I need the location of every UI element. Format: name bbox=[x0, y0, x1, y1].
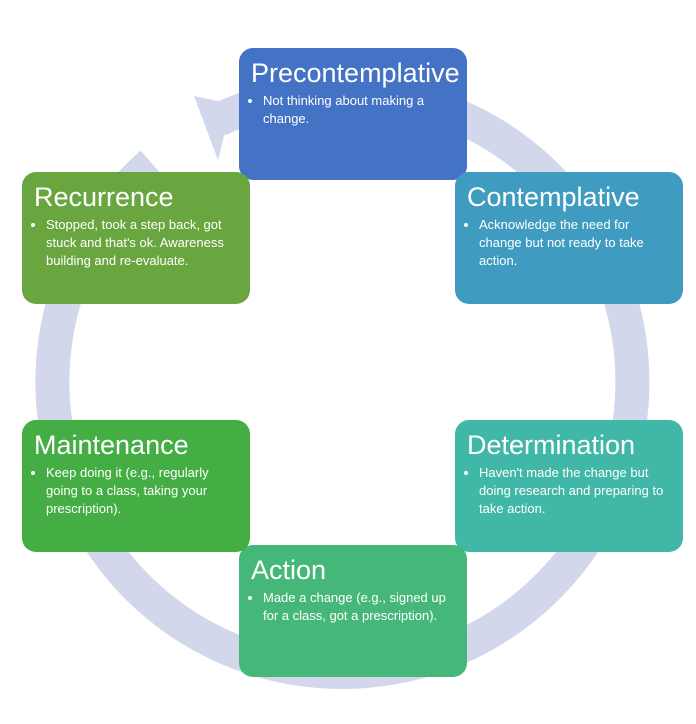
stage-title: Maintenance bbox=[34, 430, 189, 460]
stage-title: Recurrence bbox=[34, 182, 174, 212]
cycle-ring bbox=[35, 74, 650, 689]
stage-bullet: Acknowledge the need for change but not … bbox=[479, 216, 671, 270]
stage-bullet: Not thinking about making a change. bbox=[263, 92, 455, 128]
stage-bullet: Made a change (e.g., signed up for a cla… bbox=[263, 589, 455, 625]
stage-action: Action Made a change (e.g., signed up fo… bbox=[239, 545, 467, 677]
stage-title: Action bbox=[251, 555, 327, 585]
stage-title: Precontemplative bbox=[251, 58, 460, 88]
cycle-arrowhead bbox=[194, 96, 232, 160]
stage-bullet: Keep doing it (e.g., regularly going to … bbox=[46, 464, 238, 518]
stage-bullet: Haven't made the change but doing resear… bbox=[479, 464, 671, 518]
stage-recurrence: Recurrence Stopped, took a step back, go… bbox=[22, 172, 250, 304]
stage-title: Contemplative bbox=[467, 182, 640, 212]
stage-determination: Determination Haven't made the change bu… bbox=[455, 420, 683, 552]
stage-maintenance: Maintenance Keep doing it (e.g., regular… bbox=[22, 420, 250, 552]
stage-precontemplative: Precontemplative Not thinking about maki… bbox=[239, 48, 467, 180]
stage-bullet: Stopped, took a step back, got stuck and… bbox=[46, 216, 238, 270]
stage-title: Determination bbox=[467, 430, 636, 460]
stage-contemplative: Contemplative Acknowledge the need for c… bbox=[455, 172, 683, 304]
